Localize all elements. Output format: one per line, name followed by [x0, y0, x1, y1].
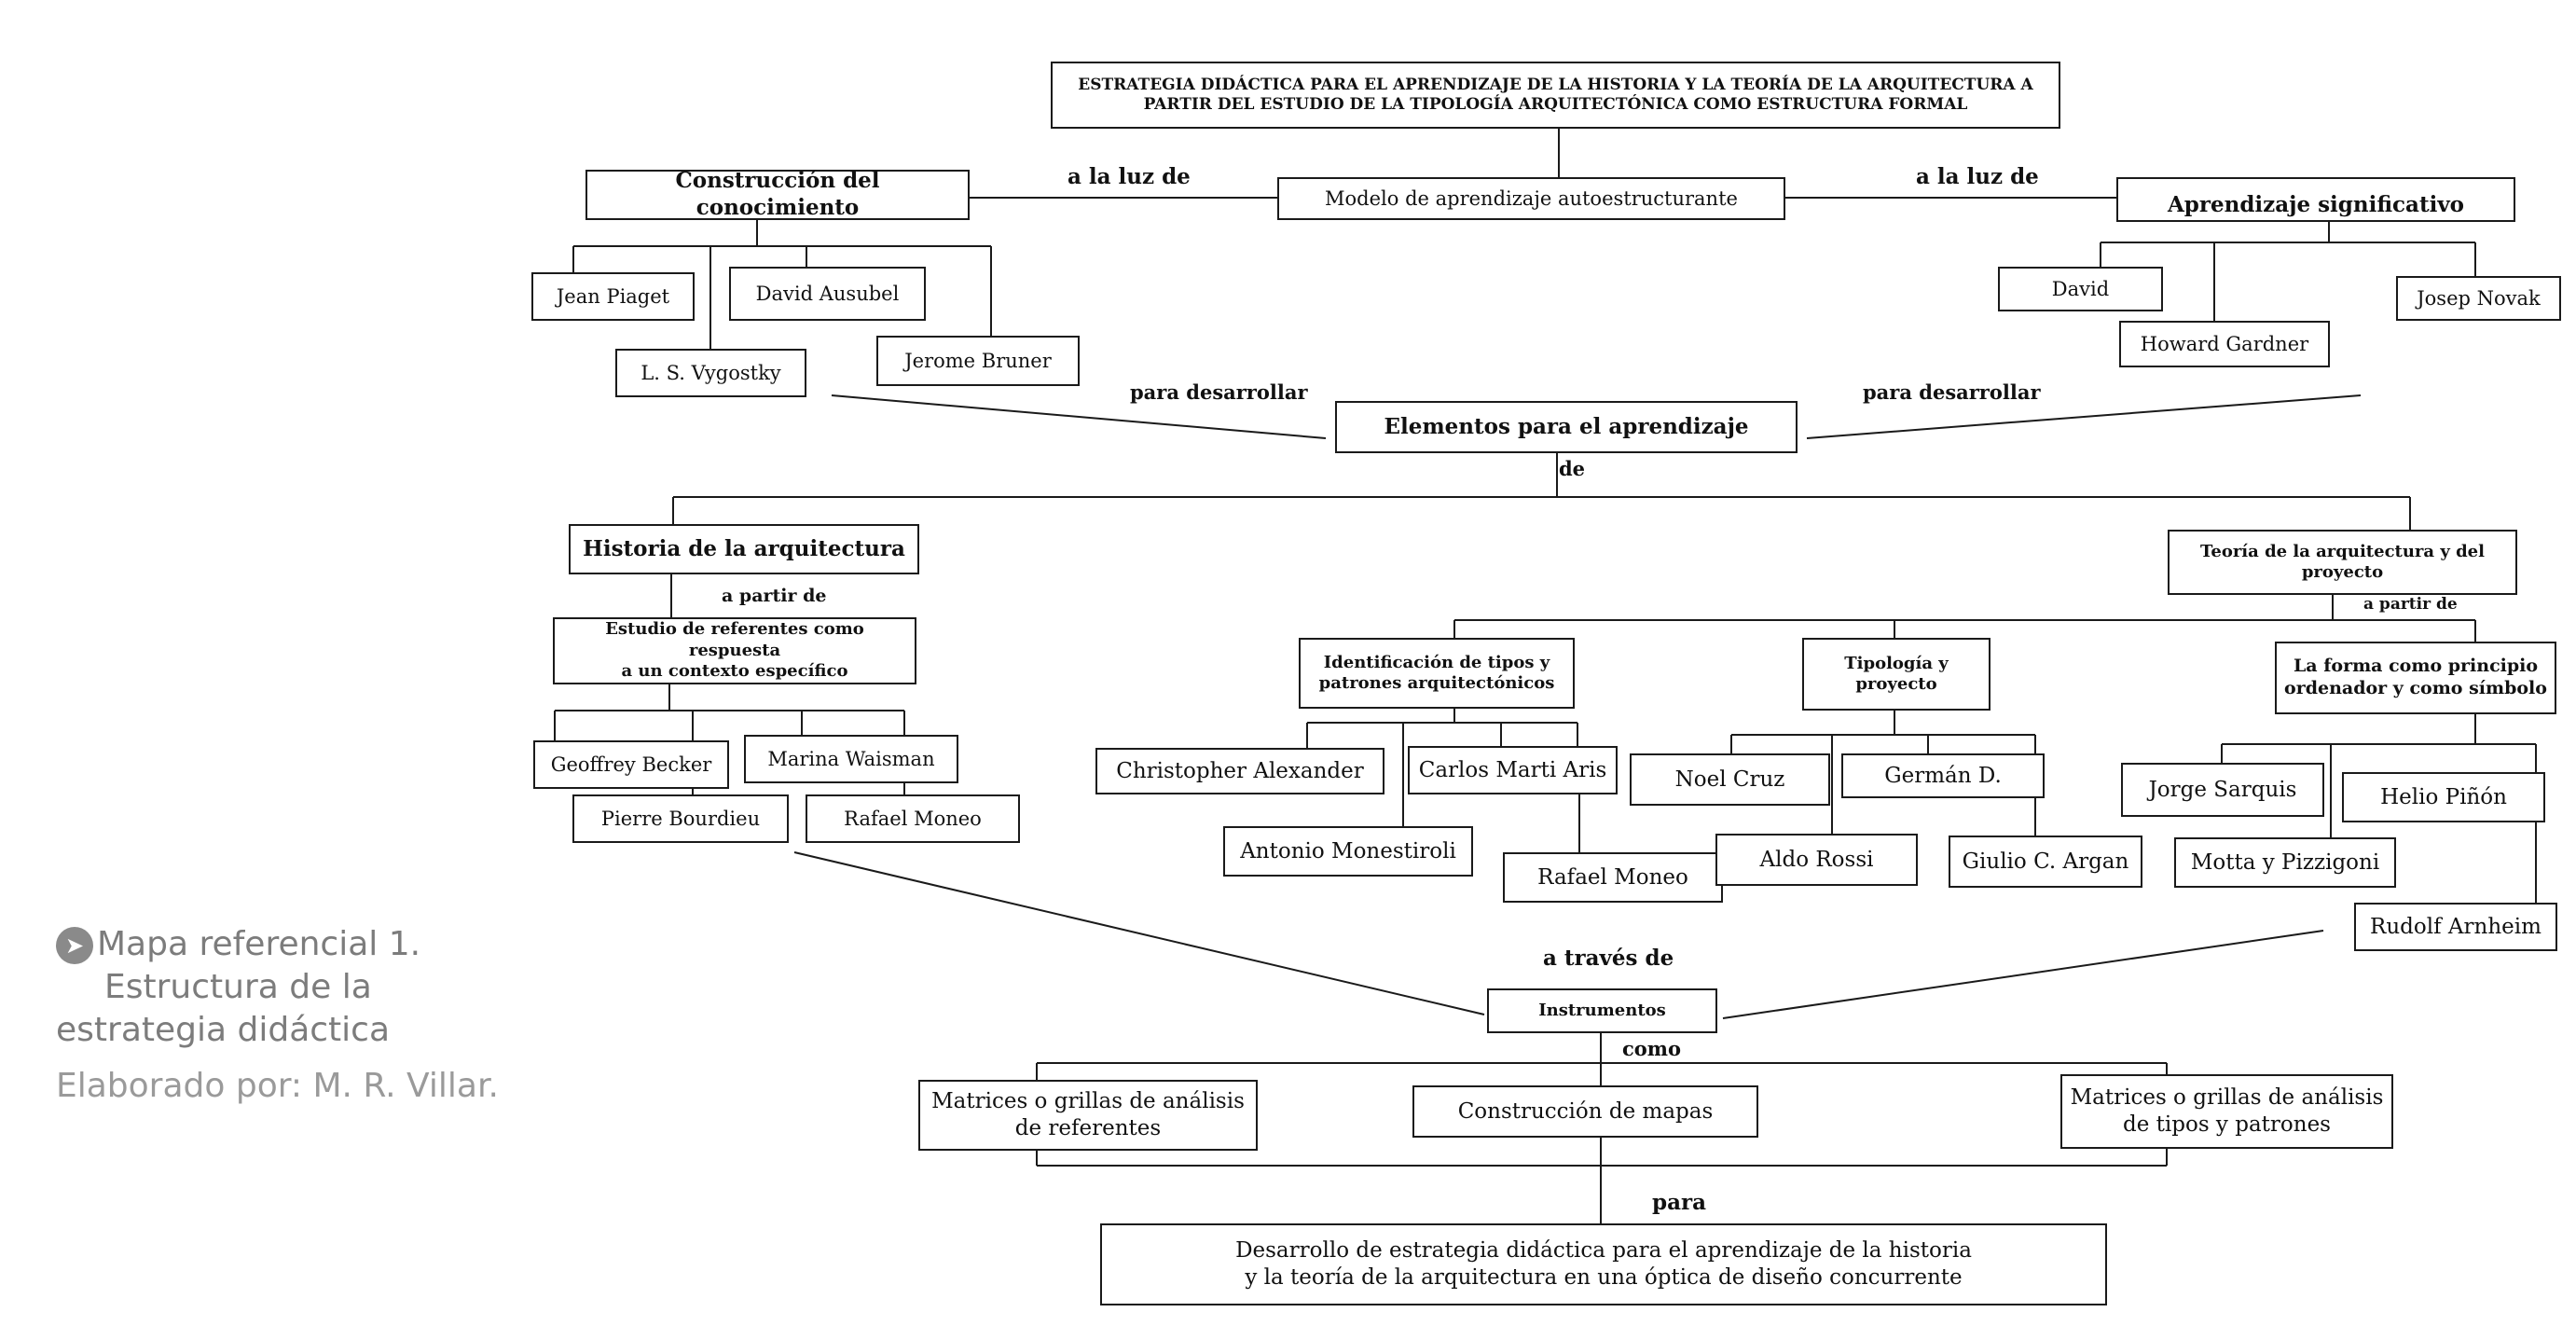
node-teoria: Teoría de la arquitectura y del proyecto	[2168, 530, 2517, 595]
label-a-traves: a través de	[1543, 946, 1674, 971]
diagram-title: ESTRATEGIA DIDÁCTICA PARA EL APRENDIZAJE…	[1051, 62, 2060, 129]
label-luz-der: a la luz de	[1916, 164, 2039, 189]
node-identificacion: Identificación de tipos y patrones arqui…	[1299, 638, 1575, 709]
caption-credit: Elaborado por: M. R. Villar.	[56, 1067, 499, 1105]
node-aprendizaje-significativo: Aprendizaje significativo	[2116, 177, 2515, 222]
label-a-partir-hist: a partir de	[722, 586, 827, 606]
node-novak: Josep Novak	[2396, 276, 2561, 321]
node-monestiroli: Antonio Monestiroli	[1223, 826, 1473, 877]
node-instrumentos: Instrumentos	[1487, 988, 1717, 1033]
label-para-desarrollar-izq: para desarrollar	[1130, 380, 1308, 404]
node-becker: Geoffrey Becker	[533, 740, 729, 789]
caption-line-3: estrategia didáctica	[56, 1011, 391, 1049]
node-matrices-tipos: Matrices o grillas de análisis de tipos …	[2060, 1074, 2393, 1149]
node-matrices-referentes: Matrices o grillas de análisis de refere…	[918, 1080, 1258, 1151]
node-construccion: Construcción del conocimiento	[585, 168, 970, 220]
node-vygostky: L. S. Vygostky	[615, 349, 806, 397]
node-moneo-2: Rafael Moneo	[1503, 852, 1723, 903]
node-pinon: Helio Piñón	[2342, 772, 2545, 822]
figure-caption: ➤Mapa referencial 1. Estructura de la es…	[56, 923, 541, 1108]
label-para: para	[1652, 1190, 1707, 1215]
node-bourdieu: Pierre Bourdieu	[572, 794, 789, 843]
node-motta: Motta y Pizzigoni	[2174, 837, 2396, 888]
label-luz-izq: a la luz de	[1068, 164, 1191, 189]
node-argan: Giulio C. Argan	[1949, 836, 2142, 888]
node-german: Germán D.	[1841, 753, 2045, 798]
label-para-desarrollar-der: para desarrollar	[1863, 380, 2041, 404]
node-arnheim: Rudolf Arnheim	[2354, 903, 2557, 951]
node-bruner: Jerome Bruner	[876, 336, 1080, 386]
node-marti: Carlos Marti Aris	[1408, 746, 1618, 794]
caption-line-1: Mapa referencial 1.	[97, 925, 421, 963]
label-a-partir-teo: a partir de	[2363, 595, 2458, 614]
node-piaget: Jean Piaget	[531, 272, 695, 321]
node-waisman: Marina Waisman	[744, 735, 958, 783]
node-desarrollo: Desarrollo de estrategia didáctica para …	[1100, 1223, 2107, 1305]
node-ausubel: David Ausubel	[729, 267, 926, 321]
node-cruz: Noel Cruz	[1630, 753, 1830, 806]
node-forma: La forma como principio ordenador y como…	[2275, 642, 2556, 714]
node-mapas: Construcción de mapas	[1412, 1085, 1758, 1138]
node-david: David	[1998, 267, 2163, 311]
node-modelo: Modelo de aprendizaje autoestructurante	[1277, 177, 1785, 220]
node-alexander: Christopher Alexander	[1095, 748, 1384, 794]
node-elementos: Elementos para el aprendizaje	[1335, 401, 1798, 453]
label-de: de	[1559, 457, 1586, 480]
node-historia: Historia de la arquitectura	[569, 524, 919, 574]
node-tipologia: Tipología y proyecto	[1802, 638, 1991, 711]
node-sarquis: Jorge Sarquis	[2121, 763, 2324, 817]
node-estudio: Estudio de referentes como respuesta a u…	[553, 617, 916, 684]
node-moneo-1: Rafael Moneo	[806, 794, 1020, 843]
caption-line-2: Estructura de la	[104, 968, 372, 1006]
node-rossi: Aldo Rossi	[1715, 834, 1918, 886]
label-como: como	[1622, 1037, 1682, 1060]
node-gardner: Howard Gardner	[2119, 321, 2330, 367]
arrow-bullet-icon: ➤	[56, 927, 93, 964]
